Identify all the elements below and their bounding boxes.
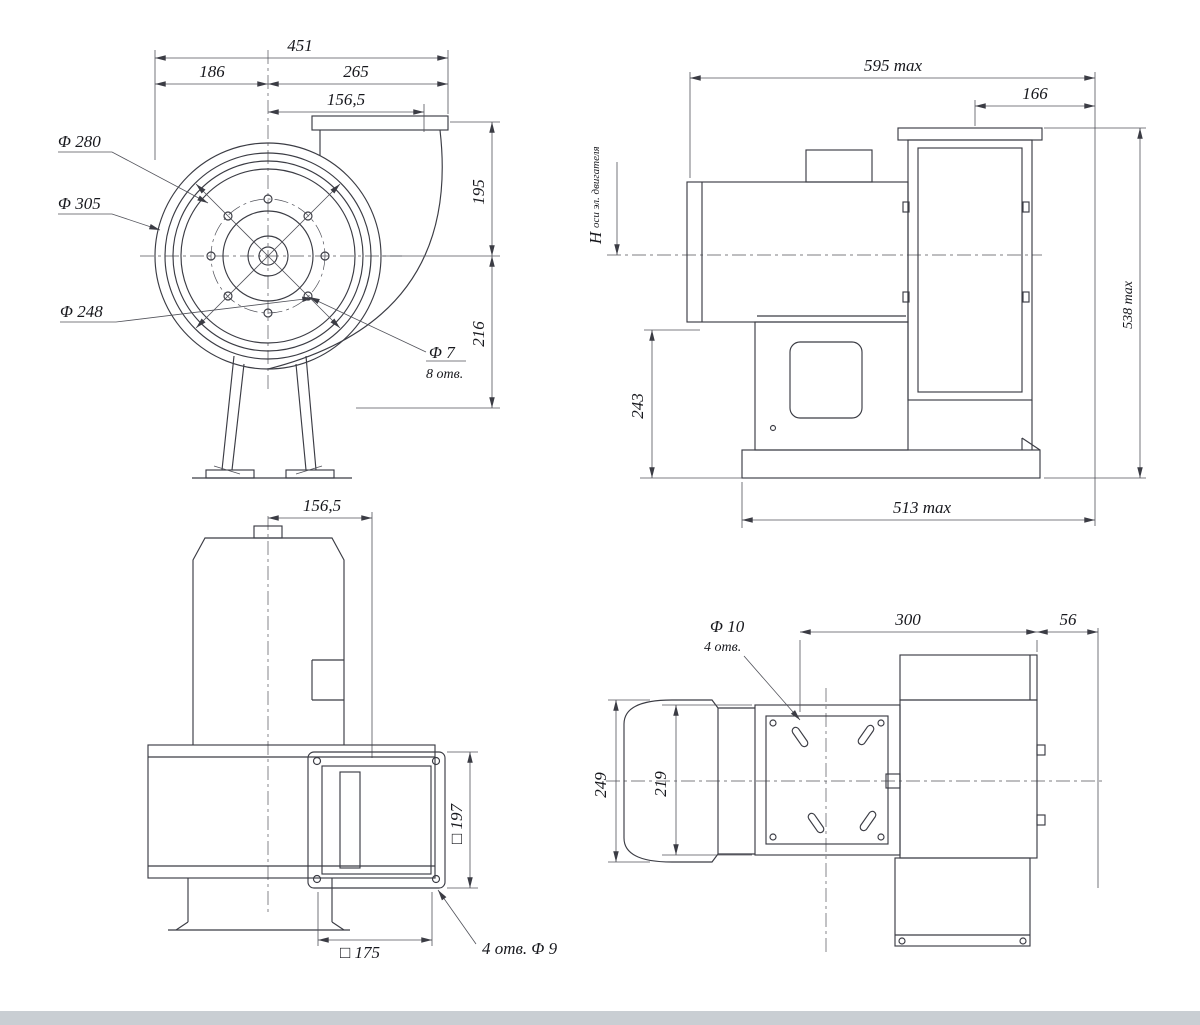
front-top-dimensions: 451 186 265 156,5 <box>154 36 449 160</box>
front-view: 451 186 265 156,5 195 216 Φ 280 Φ 305 Φ … <box>58 36 500 479</box>
plan-dimensions: Φ 10 4 отв. 300 56 249 219 <box>591 610 1099 888</box>
casing-band <box>147 744 436 879</box>
dia-10-label: Φ 10 <box>710 617 745 636</box>
dim-538-label: 538 max <box>1121 280 1136 329</box>
motor-front <box>192 525 345 745</box>
dim-243-label: 243 <box>628 393 647 419</box>
dia-305-label: Φ 305 <box>58 194 101 213</box>
dim-300-label: 300 <box>894 610 921 629</box>
dim-56-label: 56 <box>1060 610 1078 629</box>
duct-plan <box>894 654 1046 947</box>
front-right-dimensions: 195 216 <box>356 121 500 409</box>
diameter-arrow-2 <box>195 183 341 329</box>
dim-195-label: 195 <box>469 179 488 205</box>
dim-451-label: 451 <box>287 36 313 55</box>
impeller-housing <box>897 127 1043 450</box>
dim-166-label: 166 <box>1022 84 1048 103</box>
holes-4-label: 4 отв. <box>704 640 741 655</box>
motor-plan <box>623 699 755 863</box>
outlet-flange <box>267 115 449 370</box>
pedestal <box>741 315 1041 479</box>
square-outlet-flange <box>307 751 446 889</box>
dia-280-label: Φ 280 <box>58 132 101 151</box>
svg-text:оси эл. двигателя: оси эл. двигателя <box>590 146 602 228</box>
dia-248-label: Φ 248 <box>60 302 103 321</box>
holes-8-label: 8 отв. <box>426 367 463 382</box>
side-view: 595 max 166 H оси эл. двигателя 243 538 … <box>586 56 1146 528</box>
base-plate <box>741 449 1041 479</box>
mounting-slot <box>859 810 877 832</box>
holes-9-label: 4 отв. Φ 9 <box>482 939 558 958</box>
dim-513-label: 513 max <box>893 498 952 517</box>
dim-249-label: 249 <box>591 772 610 798</box>
outlet-flange-top <box>897 127 1043 141</box>
side-dimensions: 595 max 166 H оси эл. двигателя 243 538 … <box>586 56 1146 528</box>
casing-plan <box>754 704 901 856</box>
dim-175-label: □ 175 <box>340 943 380 962</box>
motor-terminal-box <box>805 149 873 183</box>
page-bottom-bar <box>0 1011 1200 1025</box>
plan-view: Φ 10 4 отв. 300 56 249 219 <box>591 610 1104 952</box>
dim-595-label: 595 max <box>864 56 923 75</box>
svg-text:H: H <box>586 230 605 245</box>
dim-156-label: 156,5 <box>327 90 365 109</box>
front-bottom-view: 156,5 <box>147 496 558 962</box>
dia-7-label: Φ 7 <box>429 343 456 362</box>
dim-197-label: □ 197 <box>447 802 466 844</box>
dim-219-label: 219 <box>651 771 670 797</box>
motor-body <box>686 181 909 323</box>
dim-156-lower-label: 156,5 <box>303 496 341 515</box>
h-axis-label: H оси эл. двигателя <box>586 146 605 245</box>
mounting-slot <box>807 812 825 834</box>
dim-186-label: 186 <box>199 62 225 81</box>
mounting-slot <box>857 724 875 746</box>
front-diameter-callouts: Φ 280 Φ 305 Φ 248 Φ 7 8 отв. <box>58 132 466 382</box>
dim-216-label: 216 <box>469 321 488 347</box>
scroll-casing-curve <box>267 129 443 370</box>
pedestal-opening <box>789 341 863 419</box>
dim-265-label: 265 <box>343 62 369 81</box>
lower-pedestal <box>168 878 350 931</box>
support-legs <box>192 355 352 479</box>
mounting-slot <box>791 726 809 748</box>
bottom-outlet-plan <box>894 857 1031 947</box>
